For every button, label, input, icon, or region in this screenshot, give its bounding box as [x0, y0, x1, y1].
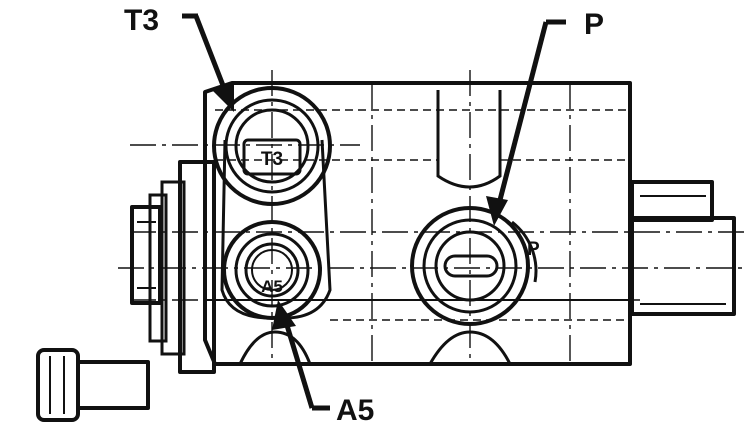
port-a5-marking: A5	[261, 277, 283, 296]
callout-t3-arrow	[193, 15, 227, 89]
callout-p-arrowhead	[486, 196, 508, 226]
callout-p-label: P	[584, 8, 604, 41]
callout-a5-label: A5	[336, 394, 374, 427]
callout-a5-arrow	[283, 321, 315, 409]
callout-t3-arrowhead	[212, 82, 234, 112]
port-t3-marking: T3	[261, 149, 283, 170]
port-p: P	[410, 206, 540, 326]
left-fitting	[36, 348, 150, 422]
callout-p-arrow	[497, 21, 549, 201]
right-stub	[630, 180, 736, 316]
port-a5: A5	[222, 220, 322, 320]
callout-t3-label: T3	[124, 4, 159, 37]
callout-a5: A5	[272, 300, 374, 427]
left-boss	[130, 205, 162, 305]
port-t3: T3	[212, 86, 332, 206]
callout-a5-arrowhead	[272, 300, 296, 330]
port-p-marking: P	[527, 239, 540, 260]
callout-p: P	[486, 8, 604, 226]
callout-t3: T3	[124, 4, 234, 112]
